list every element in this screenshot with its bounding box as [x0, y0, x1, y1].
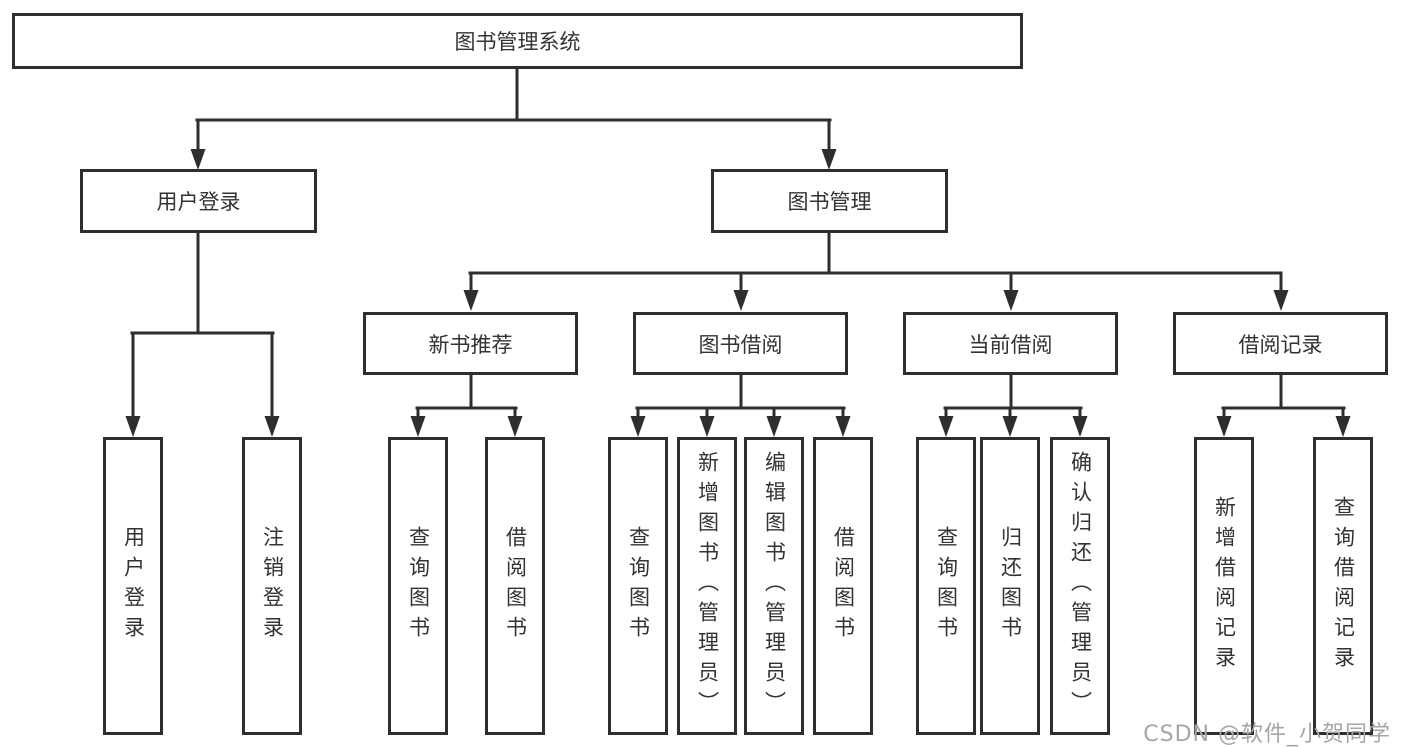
leaf-confirm-return-admin: 确认归还（管理员） [1050, 437, 1110, 735]
node-book-borrowing: 图书借阅 [633, 312, 848, 375]
leaf-return-books: 归还图书 [980, 437, 1040, 735]
node-new-book-recommendation: 新书推荐 [363, 312, 578, 375]
node-library-management-system: 图书管理系统 [12, 13, 1023, 69]
leaf-borrow-books-recommend: 借阅图书 [485, 437, 545, 735]
node-borrowing-records: 借阅记录 [1173, 312, 1388, 375]
node-book-management: 图书管理 [711, 169, 948, 233]
node-user-login: 用户登录 [80, 169, 317, 233]
node-current-borrowing: 当前借阅 [903, 312, 1118, 375]
leaf-logout: 注销登录 [242, 437, 302, 735]
leaf-query-borrow-record: 查询借阅记录 [1313, 437, 1373, 735]
leaf-user-login: 用户登录 [103, 437, 163, 735]
leaf-edit-book-admin: 编辑图书（管理员） [744, 437, 804, 735]
leaf-borrow-books-borrowing: 借阅图书 [813, 437, 873, 735]
leaf-add-borrow-record: 新增借阅记录 [1194, 437, 1254, 735]
leaf-query-books-current: 查询图书 [916, 437, 976, 735]
csdn-watermark: CSDN @软件_小贺同学 [1143, 722, 1391, 747]
leaf-add-book-admin: 新增图书（管理员） [677, 437, 737, 735]
leaf-query-books-borrowing: 查询图书 [608, 437, 668, 735]
leaf-query-books-recommend: 查询图书 [388, 437, 448, 735]
